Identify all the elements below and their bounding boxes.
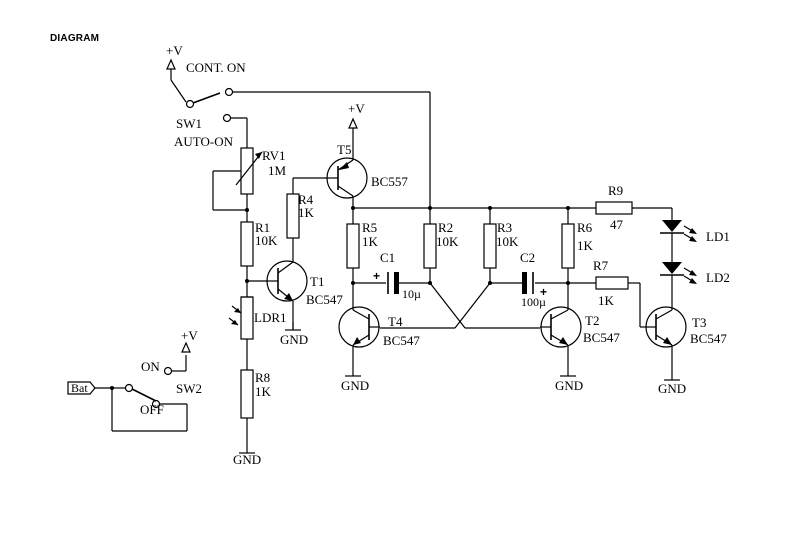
sw2-supply-label: +V xyxy=(181,328,198,343)
r1-resistor xyxy=(240,221,268,297)
sw1-switch xyxy=(166,58,430,148)
t2-ref: T2 xyxy=(585,313,599,328)
r2-resistor xyxy=(423,208,437,285)
r2-ref: R2 xyxy=(438,220,453,235)
c1-ref: C1 xyxy=(380,250,395,265)
cross-coupling xyxy=(380,282,540,329)
r9-resistor xyxy=(595,201,673,220)
c2-capacitor xyxy=(490,272,568,294)
t3-transistor xyxy=(645,306,687,381)
r3-value: 10K xyxy=(496,234,519,249)
t4-transistor xyxy=(338,306,380,377)
t2-transistor xyxy=(540,306,582,377)
r4-ref: R4 xyxy=(298,192,314,207)
c2-ref: C2 xyxy=(520,250,535,265)
r8-resistor xyxy=(238,369,256,454)
r1-ref: R1 xyxy=(255,220,270,235)
sw1-supply-label: +V xyxy=(166,43,183,58)
page-title: DIAGRAM xyxy=(50,33,100,44)
r6-ref: R6 xyxy=(577,220,593,235)
r3-resistor xyxy=(483,208,497,285)
r7-value: 1K xyxy=(598,293,615,308)
t5-ref: T5 xyxy=(337,142,351,157)
r4-value: 1K xyxy=(298,205,315,220)
r5-resistor xyxy=(346,208,360,310)
t5-type: BC557 xyxy=(371,174,408,189)
r7-ref: R7 xyxy=(593,258,609,273)
ld2-led xyxy=(660,262,697,310)
t1-transistor xyxy=(266,238,308,331)
r4-resistor xyxy=(286,177,330,239)
t3-type: BC547 xyxy=(690,331,727,346)
r8-ref: R8 xyxy=(255,370,270,385)
r3-ref: R3 xyxy=(497,220,512,235)
sw1-label: SW1 xyxy=(176,116,202,131)
gnd-label-t4: GND xyxy=(341,378,369,393)
r5-ref: R5 xyxy=(362,220,377,235)
ld1-led xyxy=(660,220,697,262)
ldr1-photoresistor xyxy=(228,296,254,370)
sw1-auto-on-label: AUTO-ON xyxy=(174,134,234,149)
r1-value: 10K xyxy=(255,233,278,248)
r9-value: 47 xyxy=(610,217,624,232)
gnd-label-t2: GND xyxy=(555,378,583,393)
r9-ref: R9 xyxy=(608,183,623,198)
r6-resistor xyxy=(561,208,575,310)
t4-type: BC547 xyxy=(383,333,420,348)
c2-value: 100µ xyxy=(521,295,546,309)
c1-capacitor xyxy=(353,272,430,294)
sw2-label: SW2 xyxy=(176,381,202,396)
rv1-potentiometer xyxy=(212,147,263,222)
gnd-label-r8: GND xyxy=(233,452,261,467)
r8-value: 1K xyxy=(255,384,272,399)
sw1-cont-on-label: CONT. ON xyxy=(186,60,246,75)
sw2-switch xyxy=(67,341,191,432)
gnd-label-t3: GND xyxy=(658,381,686,396)
r5-value: 1K xyxy=(362,234,379,249)
t5-supply-label: +V xyxy=(348,101,365,116)
supply-bus xyxy=(351,92,596,210)
t3-ref: T3 xyxy=(692,315,706,330)
t4-ref: T4 xyxy=(388,314,403,329)
bat-label: Bat xyxy=(71,381,88,395)
t5-transistor xyxy=(326,117,368,208)
gnd-label-t1: GND xyxy=(280,332,308,347)
ld1-ref: LD1 xyxy=(706,229,730,244)
c1-plus: + xyxy=(373,269,380,283)
t2-type: BC547 xyxy=(583,330,620,345)
c2-plus: + xyxy=(540,285,547,299)
c1-value: 10µ xyxy=(402,287,421,301)
sw2-on-label: ON xyxy=(141,359,160,374)
r7-resistor xyxy=(568,276,648,328)
r2-value: 10K xyxy=(436,234,459,249)
t1-type: BC547 xyxy=(306,292,343,307)
rv1-ref: RV1 xyxy=(262,148,286,163)
ld2-ref: LD2 xyxy=(706,270,730,285)
sw2-off-label: OFF xyxy=(140,402,164,417)
rv1-value: 1M xyxy=(268,163,287,178)
r6-value: 1K xyxy=(577,238,594,253)
ldr1-ref: LDR1 xyxy=(254,310,287,325)
t1-ref: T1 xyxy=(310,274,324,289)
